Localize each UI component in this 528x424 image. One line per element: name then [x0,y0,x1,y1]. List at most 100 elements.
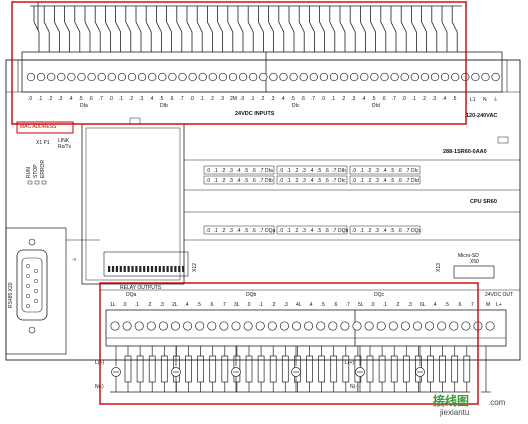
slot-teeth [108,266,185,272]
input-wire [166,6,172,52]
n-minus-label-2: N(-) [350,384,359,390]
led-group [349,175,421,185]
led-number: .5 [317,178,321,184]
terminal-screw [127,72,137,82]
microsd-x50: X50 [470,259,479,265]
terminal-screw [158,72,167,82]
highlight-output-area [99,282,479,405]
terminal-screw [319,72,329,82]
input-wire [431,6,438,52]
output-terminal-number: .2 [395,302,399,308]
terminal-screw [195,321,205,331]
led-number: .1 [287,168,291,174]
output-terminal-number: .5 [197,302,201,308]
terminal-screw [329,72,339,82]
led-number: .3 [375,178,379,184]
terminal-screw [107,72,116,82]
led-number: .5 [244,178,248,184]
terminal-number: .3 [270,96,274,102]
group-label-did: DId [372,103,380,109]
slot-tooth [158,266,161,272]
output-group-label: DQa [126,292,137,298]
led-number: .1 [214,178,218,184]
led-number: .6 [252,178,256,184]
terminal-screw [219,321,229,331]
led-number: .0 [279,228,283,234]
terminal-screw [481,72,490,82]
led-number: .6 [398,168,402,174]
terminal-screw [380,72,389,82]
link-label: LINK [58,138,70,144]
output-terminal-number: 5L [358,302,364,308]
led-number: .1 [214,228,218,234]
terminal-screw [158,321,168,331]
led-number: .7 [332,178,336,184]
terminal-number: .5 [291,96,295,102]
led-number: .2 [221,178,225,184]
input-wire [400,6,407,52]
rxtx-label: Rx/Tx [58,144,72,150]
led-number: .7 [405,168,409,174]
led-number: .3 [302,228,306,234]
output-terminal-number: .7 [346,302,350,308]
input-wire [115,6,121,52]
mac-address-badge [16,121,74,134]
terminal-number: .3 [220,96,224,102]
terminal-screw [183,321,193,331]
led-group-label: DQc [411,228,422,234]
input-wire [278,6,285,52]
terminal-number: .2 [341,96,345,102]
led-group-label: DIc [338,178,346,184]
slot-tooth [147,266,150,272]
terminal-screw [207,321,217,331]
led-number: .1 [360,168,364,174]
terminal-screw [461,72,470,82]
terminal-number: .2 [210,96,214,102]
led-number: .7 [259,228,263,234]
terminal-number: 2M [230,96,237,102]
output-terminal-number: .0 [246,302,250,308]
led-number: .4 [309,228,313,234]
v24-out-label: 24VDC OUT [485,292,513,298]
led-group-label: DIc [411,168,419,174]
terminal-number: .0 [321,96,325,102]
slot-tooth [127,266,130,272]
power-term-pe: ⏚ [493,96,498,103]
input-wire [227,6,234,52]
terminal-number: .5 [159,96,163,102]
led-group [203,175,275,185]
led-number: .5 [244,168,248,174]
led-number: .7 [259,178,263,184]
led-number: .7 [405,178,409,184]
led-number: .3 [375,228,379,234]
inputs-label: 24VDC INPUTS [235,111,275,117]
led-number: .0 [352,168,356,174]
mac-label: MAC ADDRESS [20,124,57,130]
terminal-screw [461,321,471,331]
x13-label: X13 [436,263,442,272]
led-group [276,165,348,175]
led-number: .5 [244,228,248,234]
terminal-number: .3 [351,96,355,102]
m-out-label: M [486,302,490,308]
terminal-screw [188,72,197,82]
terminal-screw [148,72,157,82]
ethernet-port [81,123,185,285]
input-wire [441,6,448,52]
terminal-number: .4 [149,96,153,102]
terminal-screw [228,72,238,82]
input-wire [411,6,417,52]
led-number: .5 [317,168,321,174]
led-number: .0 [279,168,283,174]
group-label-dic: DIc [292,103,300,109]
terminal-screw [146,321,156,331]
terminal-screw [289,72,298,82]
pin [25,273,31,279]
slot-tooth [139,266,142,272]
slot-tooth [170,266,173,272]
microsd-slot [453,265,495,279]
output-terminal-number: .0 [370,302,374,308]
output-terminal-number: .4 [184,302,188,308]
